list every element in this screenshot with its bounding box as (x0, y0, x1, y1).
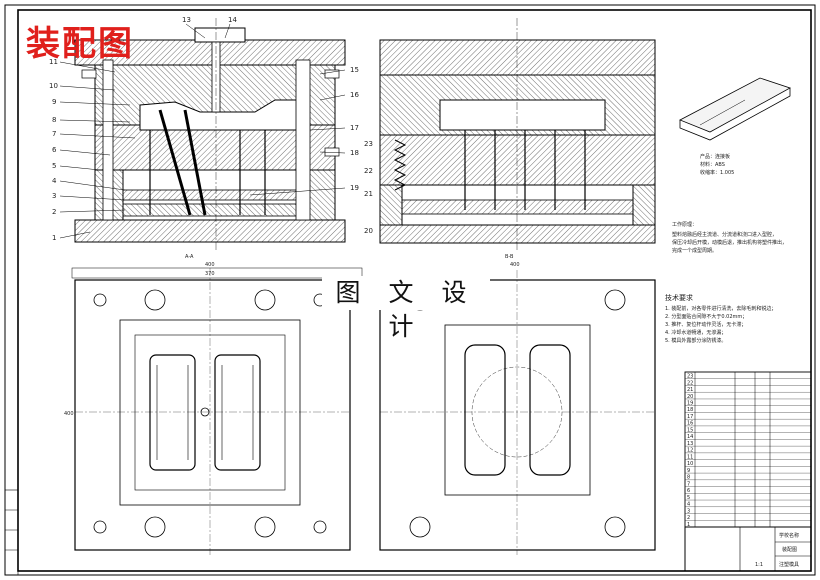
bom-row-number: 15 (687, 427, 693, 433)
part-numbers-left: 11 10 9 8 7 6 5 4 3 2 1 (49, 58, 58, 242)
svg-text:4: 4 (52, 177, 57, 185)
svg-text:3. 推杆、复位杆动作灵活，无卡滞；: 3. 推杆、复位杆动作灵活，无卡滞； (665, 321, 746, 328)
svg-text:工作原理：: 工作原理： (672, 221, 697, 228)
svg-text:5. 模具外露部分涂防锈漆。: 5. 模具外露部分涂防锈漆。 (665, 337, 726, 344)
bom-row-number: 1 (687, 522, 690, 528)
bom-row-number: 11 (687, 454, 693, 460)
svg-text:22: 22 (364, 167, 373, 175)
svg-text:21: 21 (364, 190, 373, 198)
bom-row-number: 19 (687, 400, 693, 406)
svg-text:9: 9 (52, 98, 56, 106)
title-block: 学校名称 装配图 注塑模具 1:1 (684, 526, 812, 572)
svg-text:13: 13 (182, 16, 191, 24)
section-label-b: B-B (505, 254, 514, 260)
leaders-right (249, 69, 346, 196)
svg-text:2: 2 (52, 208, 56, 216)
bom-row-number: 3 (687, 508, 690, 514)
svg-text:17: 17 (350, 124, 359, 132)
section-label-a: A-A (185, 254, 194, 260)
dim-side-plan: 400 (64, 411, 74, 417)
bom-row-number: 2 (687, 515, 690, 521)
bom-row-number: 7 (687, 481, 690, 487)
svg-text:11: 11 (49, 58, 58, 66)
plan-view-left (71, 267, 363, 555)
bom-row-number: 23 (687, 374, 693, 380)
svg-text:14: 14 (228, 16, 237, 24)
bom-row-number: 9 (687, 468, 690, 474)
bom-row-number: 21 (687, 387, 693, 393)
svg-text:产品：连接板: 产品：连接板 (700, 153, 730, 160)
svg-text:15: 15 (350, 66, 359, 74)
plan-view-right (379, 270, 656, 555)
drawing-title: 装配图 (26, 24, 134, 64)
svg-text:4. 冷却水道畅通，无渗漏；: 4. 冷却水道畅通，无渗漏； (665, 329, 726, 336)
product-info: 产品：连接板 材料：ABS 收缩率：1.005 (700, 153, 734, 176)
svg-text:18: 18 (350, 149, 359, 157)
bom-row-number: 5 (687, 495, 690, 501)
svg-text:1. 装配前，对各零件进行清洗，去除毛刺和锐边；: 1. 装配前，对各零件进行清洗，去除毛刺和锐边； (665, 305, 776, 312)
front-section-view (74, 18, 346, 250)
product-isometric (679, 77, 791, 141)
svg-text:2. 分型面贴合间隙不大于0.02mm；: 2. 分型面贴合间隙不大于0.02mm； (665, 313, 747, 320)
title-drawing-name: 装配图 (782, 546, 797, 553)
dim-370-plan: 370 (205, 271, 215, 277)
svg-text:8: 8 (52, 116, 56, 124)
notes-work: 工作原理： 塑料熔融后经主流道、分流道和浇口进入型腔， 保压冷却后开模，动模后退… (672, 221, 787, 254)
svg-text:7: 7 (52, 130, 56, 138)
side-section-view (379, 18, 656, 250)
bom-row-number: 22 (687, 380, 693, 386)
leaders-left (59, 61, 136, 239)
bom-row-number: 14 (687, 434, 693, 440)
svg-text:23: 23 (364, 140, 373, 148)
dim-400-plan: 400 (205, 262, 215, 268)
svg-text:10: 10 (49, 82, 58, 90)
sheet-border (4, 4, 816, 576)
bom-row-number: 18 (687, 407, 693, 413)
margin-strip (4, 489, 19, 576)
inner-frame (17, 9, 812, 572)
bom-row-number: 10 (687, 461, 693, 467)
svg-text:20: 20 (364, 227, 373, 235)
part-numbers-top: 13 14 (182, 16, 237, 39)
title-school: 学校名称 (779, 532, 799, 539)
bom-row-number: 16 (687, 421, 693, 427)
svg-text:保压冷却后开模，动模后退，推出机构将塑件推出，: 保压冷却后开模，动模后退，推出机构将塑件推出， (672, 239, 787, 246)
part-numbers-right: 15 16 17 18 19 (350, 66, 359, 192)
title-scale: 1:1 (755, 562, 763, 568)
svg-text:1: 1 (52, 234, 56, 242)
notes-tech: 技术要求 1. 装配前，对各零件进行清洗，去除毛刺和锐边； 2. 分型面贴合间隙… (665, 293, 776, 344)
svg-text:16: 16 (350, 91, 359, 99)
svg-text:5: 5 (52, 162, 56, 170)
svg-text:19: 19 (350, 184, 359, 192)
svg-text:6: 6 (52, 146, 57, 154)
bom-row-number: 20 (687, 394, 693, 400)
part-numbers-right-view: 23 22 21 20 (364, 140, 373, 235)
svg-text:技术要求: 技术要求 (665, 293, 693, 302)
watermark-banner: 图 文 设 计 (322, 276, 490, 341)
dim-400-right: 400 (510, 262, 520, 268)
svg-text:收缩率：1.005: 收缩率：1.005 (700, 169, 734, 176)
title-drawing-no: 注塑模具 (779, 561, 799, 568)
svg-text:塑料熔融后经主流道、分流道和浇口进入型腔，: 塑料熔融后经主流道、分流道和浇口进入型腔， (672, 231, 777, 238)
bom-row-number: 12 (687, 448, 693, 454)
svg-text:3: 3 (52, 192, 56, 200)
svg-text:材料：ABS: 材料：ABS (700, 161, 725, 168)
bom-row-number: 13 (687, 441, 693, 447)
bom-row-number: 6 (687, 488, 690, 494)
bom-row-number: 8 (687, 475, 690, 481)
bom-row-number: 17 (687, 414, 693, 420)
bom-row-number: 4 (687, 502, 690, 508)
svg-text:完成一个成型周期。: 完成一个成型周期。 (672, 247, 717, 254)
